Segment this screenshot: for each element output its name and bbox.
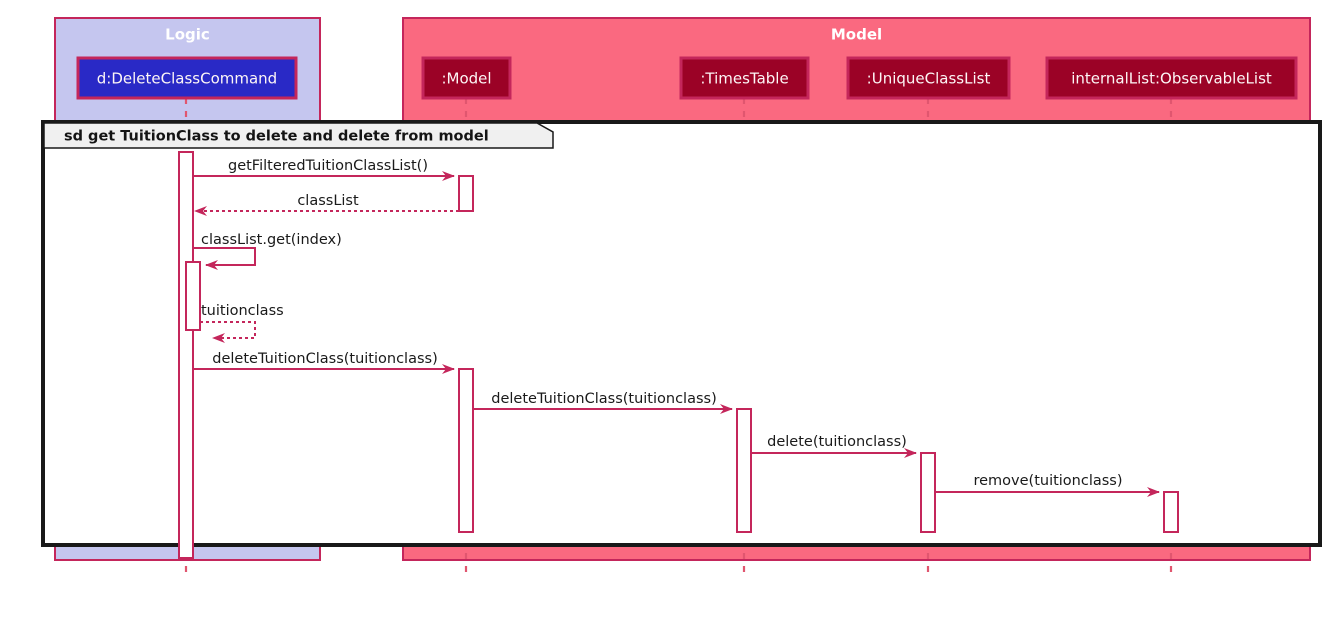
participant-box-deleteclasscommand[interactable] [76, 56, 298, 100]
message-m7: delete(tuitionclass) [751, 434, 917, 458]
message-label-m7: delete(tuitionclass) [767, 434, 907, 450]
activation-bar-timestable [736, 408, 752, 533]
sd-frame-box [41, 120, 1322, 547]
participant-timestable[interactable]: :TimesTable [679, 56, 810, 100]
participant-label-internallist: internalList:ObservableList [1071, 70, 1272, 88]
message-m3: classList.get(index) [193, 232, 342, 270]
group-title-model: Model [831, 26, 882, 44]
sd-frame-label-tab: sd get TuitionClass to delete and delete… [43, 122, 554, 149]
sd-frame-tab-shape [43, 122, 554, 149]
participant-uniqueclasslist[interactable]: :UniqueClassList [846, 56, 1011, 100]
message-label-m3: classList.get(index) [201, 232, 342, 248]
participant-boxes: d:DeleteClassCommand :Model :TimesTable :Un… [76, 56, 1298, 100]
message-m2: classList [194, 193, 459, 216]
participant-box-uniqueclasslist[interactable] [846, 56, 1011, 100]
activation-bars [178, 151, 1179, 559]
activation-bar-deleteclasscommand [185, 261, 201, 331]
message-label-m6: deleteTuitionClass(tuitionclass) [491, 391, 716, 407]
message-m8: remove(tuitionclass) [935, 473, 1160, 497]
activation-bar-model [458, 368, 474, 533]
message-label-m5: deleteTuitionClass(tuitionclass) [212, 351, 437, 367]
participant-label-deleteclasscommand: d:DeleteClassCommand [97, 70, 277, 88]
activation-bar-model [458, 175, 474, 212]
message-label-m4: tuitionclass [201, 303, 284, 319]
participant-model[interactable]: :Model [421, 56, 512, 100]
activation-bar-internallist [1163, 491, 1179, 533]
participant-label-timestable: :TimesTable [700, 70, 788, 88]
participant-deleteclasscommand[interactable]: d:DeleteClassCommand [76, 56, 298, 100]
activation-bar-deleteclasscommand [178, 151, 194, 559]
message-label-m1: getFilteredTuitionClassList() [228, 158, 428, 174]
participant-label-uniqueclasslist: :UniqueClassList [867, 70, 991, 88]
sd-frame [41, 120, 1322, 547]
participant-box-timestable[interactable] [679, 56, 810, 100]
participant-box-internallist[interactable] [1045, 56, 1298, 100]
message-label-m8: remove(tuitionclass) [973, 473, 1122, 489]
message-m1: getFilteredTuitionClassList() [193, 158, 455, 181]
message-m6: deleteTuitionClass(tuitionclass) [473, 391, 733, 414]
message-m5: deleteTuitionClass(tuitionclass) [193, 351, 455, 374]
message-label-m2: classList [297, 193, 359, 209]
message-arrow-m4 [200, 321, 256, 343]
participant-internallist[interactable]: internalList:ObservableList [1045, 56, 1298, 100]
messages: getFilteredTuitionClassList() classList cl… [193, 158, 1160, 497]
message-arrow-m3 [193, 247, 256, 270]
activation-bar-uniqueclasslist [920, 452, 936, 533]
group-title-logic: Logic [165, 26, 210, 44]
participant-label-model: :Model [441, 70, 491, 88]
sd-frame-label: sd get TuitionClass to delete and delete… [64, 129, 489, 145]
message-m4: tuitionclass [200, 303, 284, 343]
participant-box-model[interactable] [421, 56, 512, 100]
